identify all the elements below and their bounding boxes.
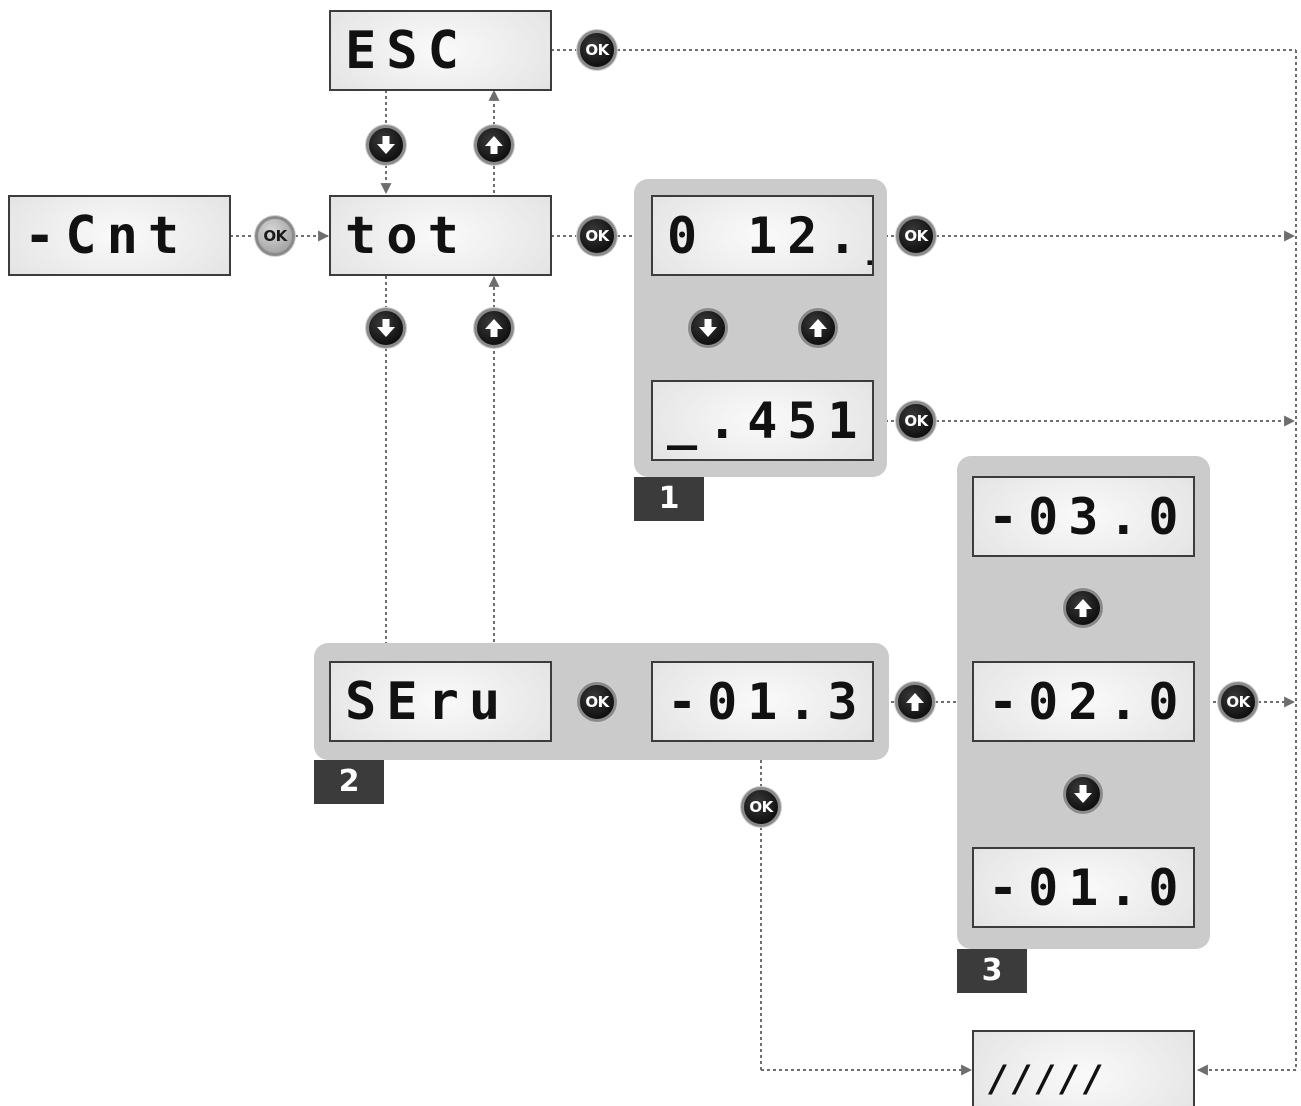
display-tot-high: 0 12._ [651,195,874,276]
display-cnt: -Cnt [8,195,231,276]
group-3-tag: 3 [957,949,1027,993]
up-button-tot-low[interactable] [798,308,838,348]
arrow-up-icon [485,319,503,337]
display-esc-text: ESC [345,20,469,81]
ok-icon: OK [585,41,609,59]
ok-button-serv[interactable]: OK [577,682,617,722]
ok-icon: OK [904,412,928,430]
display-serv: SEru [329,661,552,742]
display-serv-text: SEru [345,671,511,732]
ok-icon: OK [749,798,773,816]
ok-button-serv-value[interactable]: OK [741,787,781,827]
ok-button-cnt[interactable]: OK [255,216,295,256]
arrow-up-icon [809,319,827,337]
display-cnt-text: -Cnt [24,205,190,266]
group-1-tag: 1 [634,477,704,521]
arrow-down-icon [377,319,395,337]
display-tot: tot [329,195,552,276]
arrow-up-icon [1074,599,1092,617]
up-button-tot-esc[interactable] [474,125,514,165]
display-tot-text: tot [345,205,469,266]
arrow-up-icon [485,136,503,154]
display-step-down-text: -01.0 [988,858,1189,917]
display-serv-value-text: -01.3 [667,672,868,731]
arrow-down-icon [699,319,717,337]
down-button-tot-serv[interactable] [366,308,406,348]
ok-icon: OK [585,693,609,711]
display-saving: ///// [972,1030,1195,1106]
up-button-serv-tot[interactable] [474,308,514,348]
ok-button-tot-high[interactable]: OK [896,216,936,256]
down-button-tot-high[interactable] [688,308,728,348]
display-serv-value: -01.3 [651,661,874,742]
ok-icon: OK [1226,693,1250,711]
display-step-mid: -02.0 [972,661,1195,742]
display-esc: ESC [329,10,552,91]
ok-button-tot[interactable]: OK [577,216,617,256]
display-step-down: -01.0 [972,847,1195,928]
arrow-down-icon [377,136,395,154]
up-button-serv-value[interactable] [895,682,935,722]
display-step-mid-text: -02.0 [988,672,1189,731]
display-saving-text: ///// [988,1059,1107,1100]
display-tot-high-text: 0 12._ [667,206,872,265]
arrow-down-icon [1074,785,1092,803]
down-button-step[interactable] [1063,774,1103,814]
ok-icon: OK [263,227,287,245]
ok-button-step-mid[interactable]: OK [1218,682,1258,722]
down-button-esc-tot[interactable] [366,125,406,165]
display-tot-low-text: _.451 [667,391,868,450]
display-step-up-text: -03.0 [988,487,1189,546]
ok-icon: OK [585,227,609,245]
ok-button-esc[interactable]: OK [577,30,617,70]
ok-button-tot-low[interactable]: OK [896,401,936,441]
group-2-tag: 2 [314,760,384,804]
ok-icon: OK [904,227,928,245]
arrow-up-icon [906,693,924,711]
display-step-up: -03.0 [972,476,1195,557]
up-button-step[interactable] [1063,588,1103,628]
display-tot-low: _.451 [651,380,874,461]
